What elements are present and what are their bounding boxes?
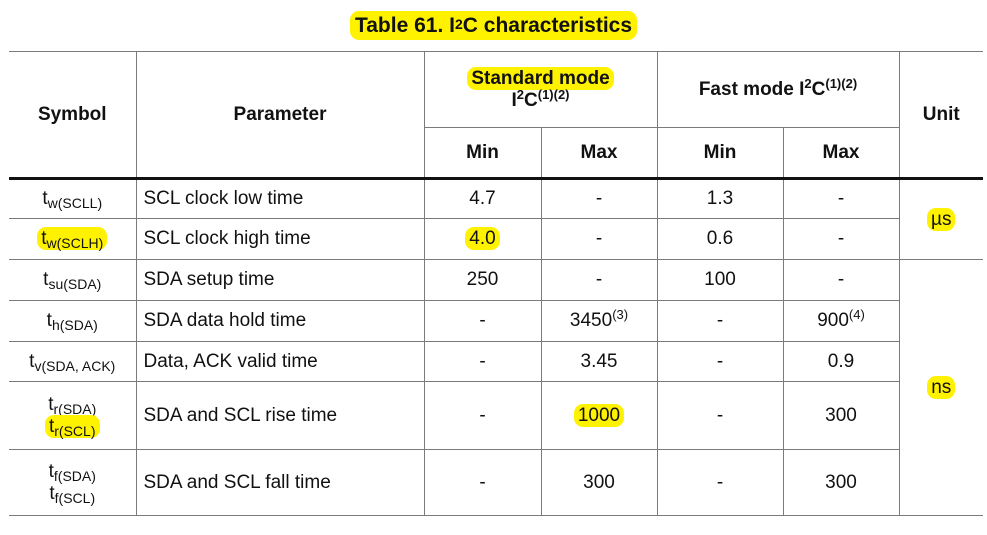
fast-min-cell: 0.6 xyxy=(656,218,784,260)
title-highlight: Table 61. I2C characteristics xyxy=(349,11,638,40)
parameter-cell: SDA setup time xyxy=(135,259,425,301)
parameter-cell: SCL clock high time xyxy=(135,218,425,260)
std-max-cell: - xyxy=(540,218,658,260)
symbol-cell: tv(SDA, ACK) xyxy=(9,341,137,382)
parameter-cell: SDA and SCL fall time xyxy=(135,449,425,516)
table-row: tf(SDA) tf(SCL) SDA and SCL fall time - … xyxy=(9,449,983,516)
fast-max-cell: 300 xyxy=(782,381,899,450)
unit-header: Unit xyxy=(898,51,983,180)
std-min-cell: - xyxy=(423,300,542,342)
fast-min-cell: - xyxy=(656,381,784,450)
std-min-cell: 4.0 xyxy=(423,218,542,260)
parameter-cell: SDA data hold time xyxy=(135,300,425,342)
std-max-cell: 300 xyxy=(540,449,658,516)
std-min-cell: 4.7 xyxy=(423,178,542,219)
symbol-header: Symbol xyxy=(9,51,137,180)
std-min-header: Min xyxy=(424,127,542,180)
fast-max-header: Max xyxy=(782,127,899,180)
std-max-header: Max xyxy=(540,127,658,180)
fast-min-cell: - xyxy=(656,341,784,382)
parameter-cell: SDA and SCL rise time xyxy=(135,381,425,450)
table-title: Table 61. I2C characteristics xyxy=(0,11,987,40)
fast-max-cell: 0.9 xyxy=(782,341,899,382)
std-min-cell: - xyxy=(423,449,542,516)
unit-cell-ns: ns xyxy=(898,259,983,516)
table-row: tw(SCLH) SCL clock high time 4.0 - 0.6 - xyxy=(9,218,983,260)
std-max-cell: - xyxy=(540,259,658,301)
standard-mode-header: Standard mode I2C(1)(2) xyxy=(423,51,658,128)
i2c-characteristics-table: Symbol Parameter Standard mode I2C(1)(2)… xyxy=(9,51,983,516)
std-max-cell: - xyxy=(540,178,658,219)
symbol-cell: tw(SCLH) xyxy=(9,218,137,260)
std-max-cell: 1000 xyxy=(540,381,658,450)
table-row: tw(SCLL) SCL clock low time 4.7 - 1.3 - … xyxy=(9,178,983,260)
parameter-cell: Data, ACK valid time xyxy=(135,341,425,382)
symbol-highlight: tr(SCL) xyxy=(44,414,100,438)
fast-min-cell: 100 xyxy=(656,259,784,301)
standard-mode-label: Standard mode xyxy=(467,66,614,90)
unit-cell-us: µs xyxy=(898,178,983,260)
fast-min-cell: - xyxy=(656,449,784,516)
symbol-cell: tf(SDA) tf(SCL) xyxy=(9,449,137,516)
std-min-cell: 250 xyxy=(423,259,542,301)
fast-max-cell: 900(4) xyxy=(782,300,899,342)
symbol-cell: tsu(SDA) xyxy=(9,259,137,301)
std-max-cell: 3.45 xyxy=(540,341,658,382)
fast-min-header: Min xyxy=(656,127,784,180)
table-row: tsu(SDA) SDA setup time 250 - 100 - ns xyxy=(9,259,983,516)
symbol-cell: th(SDA) xyxy=(9,300,137,342)
parameter-cell: SCL clock low time xyxy=(135,178,425,219)
fast-max-cell: - xyxy=(782,218,899,260)
symbol-cell: tr(SDA) tr(SCL) xyxy=(9,381,137,450)
fast-min-cell: 1.3 xyxy=(656,178,784,219)
symbol-highlight: tw(SCLH) xyxy=(37,227,108,251)
fast-max-cell: 300 xyxy=(782,449,899,516)
fast-mode-header: Fast mode I2C(1)(2) xyxy=(656,51,900,128)
fast-max-cell: - xyxy=(782,178,900,219)
table-row: tv(SDA, ACK) Data, ACK valid time - 3.45… xyxy=(9,341,983,382)
symbol-cell: tw(SCLL) xyxy=(9,178,137,219)
std-max-cell: 3450(3) xyxy=(540,300,658,342)
std-min-cell: - xyxy=(423,381,542,450)
std-min-cell: - xyxy=(423,341,542,382)
table-row: tr(SDA) tr(SCL) SDA and SCL rise time - … xyxy=(9,381,983,450)
table-row: th(SDA) SDA data hold time - 3450(3) - 9… xyxy=(9,300,983,342)
fast-min-cell: - xyxy=(656,300,784,342)
parameter-header: Parameter xyxy=(135,51,425,180)
fast-max-cell: - xyxy=(782,259,900,301)
